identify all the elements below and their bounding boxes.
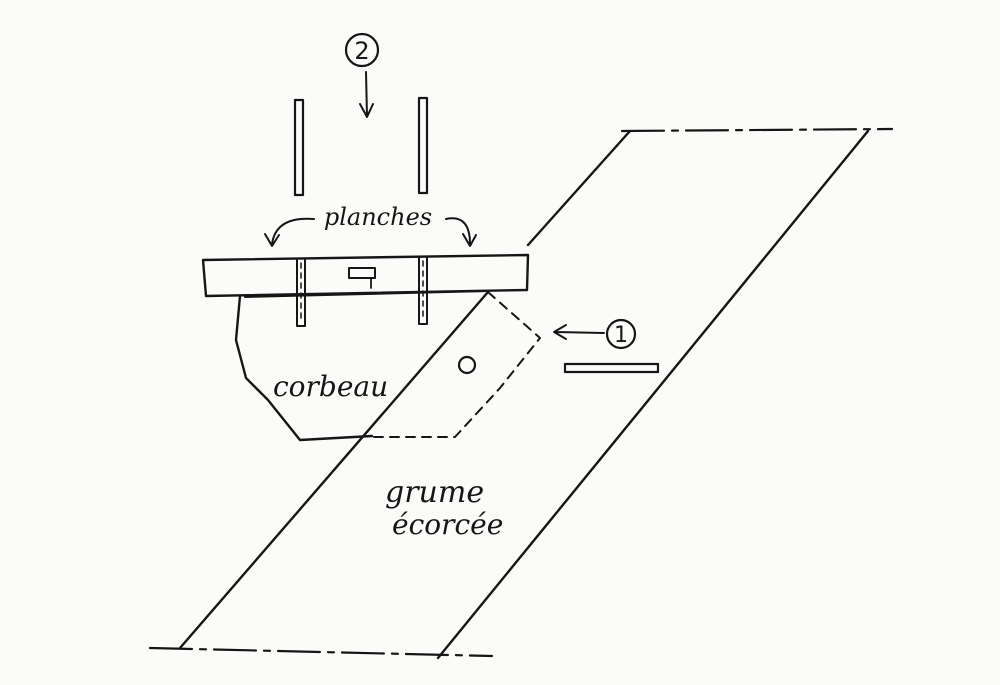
center-wedge [348, 267, 376, 279]
plank-beam [201, 253, 530, 327]
beam-outline [201, 253, 530, 298]
beam-inner-line [244, 290, 489, 298]
log-top-cut-line [620, 127, 894, 133]
callout-2-number: 2 [354, 37, 369, 65]
plank-left [293, 98, 305, 197]
planches-annotation: planches [264, 203, 477, 247]
peg-left [296, 259, 306, 327]
corbeau-label: corbeau [273, 370, 388, 403]
bracket-arrow-left-icon [264, 217, 315, 247]
corbeau-bracket [234, 291, 541, 442]
corbeau-hidden-edge [367, 291, 541, 438]
callout-1-circle [605, 318, 637, 350]
callout-1: 1 [553, 318, 637, 350]
log-right-edge [436, 129, 870, 660]
corbeau-outline [234, 294, 374, 442]
callout-2: 2 [344, 32, 380, 118]
log [148, 127, 894, 660]
log-left-edge [178, 129, 632, 650]
peg-hole-icon [457, 355, 477, 375]
bracket-arrow-right-icon [445, 217, 477, 247]
planches-label: planches [324, 203, 432, 231]
grume-label: grume [385, 475, 484, 510]
arrow-left-icon [553, 324, 605, 340]
callout-1-number: 1 [614, 323, 628, 348]
log-bottom-cut-line [148, 646, 494, 658]
callout-2-circle [344, 32, 380, 68]
ecorcee-label: écorcée [392, 508, 503, 541]
loose-plank [563, 362, 660, 374]
arrow-down-icon [359, 71, 374, 118]
peg-right [418, 257, 428, 325]
plank-right [417, 96, 429, 195]
